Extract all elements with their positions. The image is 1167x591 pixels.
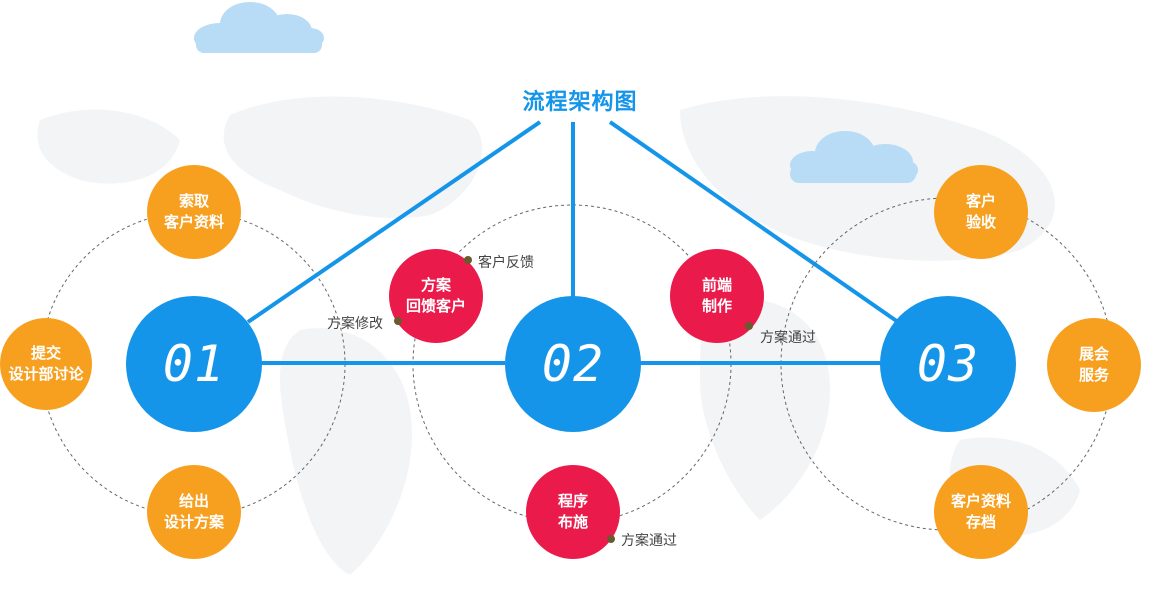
stage-circle-02: 02 <box>505 296 641 432</box>
stage-circle-01: 01 <box>126 296 262 432</box>
note-dot-revise <box>394 317 402 325</box>
task-line: 索取 <box>178 192 209 210</box>
task-line: 给出 <box>178 492 209 510</box>
stage-number: 02 <box>541 335 605 393</box>
task-program-deploy: 程序 布施 <box>526 465 620 559</box>
note-plan-revise: 方案修改 <box>327 316 383 332</box>
note-dot-feedback <box>464 256 472 264</box>
task-line: 存档 <box>965 513 996 531</box>
task-line: 服务 <box>1078 366 1109 384</box>
task-deliver-design: 给出 设计方案 <box>147 465 241 559</box>
cloud-right <box>790 131 918 183</box>
stage-number: 01 <box>162 335 226 393</box>
diagram-title: 流程架构图 <box>522 90 638 115</box>
cloud-left <box>194 2 324 53</box>
stage-circle-03: 03 <box>880 296 1016 432</box>
task-client-acceptance: 客户 验收 <box>934 165 1028 259</box>
note-plan-pass-program: 方案通过 <box>621 533 677 549</box>
task-line: 验收 <box>965 213 996 231</box>
task-line: 设计部讨论 <box>8 365 84 383</box>
connector-title-to-03 <box>608 120 900 324</box>
task-line: 制作 <box>701 297 732 315</box>
task-line: 客户资料 <box>950 492 1011 510</box>
note-client-feedback: 客户反馈 <box>478 255 534 271</box>
task-line: 提交 <box>30 344 61 362</box>
connector-title-to-01 <box>246 120 542 324</box>
note-plan-pass-frontend: 方案通过 <box>760 330 816 346</box>
task-get-client-data: 索取 客户资料 <box>147 165 241 259</box>
task-line: 客户资料 <box>163 213 224 231</box>
task-line: 布施 <box>557 513 588 531</box>
task-line: 回馈客户 <box>405 297 466 315</box>
task-line: 展会 <box>1078 345 1109 363</box>
task-plan-feedback: 方案 回馈客户 <box>389 249 483 343</box>
task-line: 设计方案 <box>163 513 224 531</box>
task-line: 客户 <box>965 192 996 210</box>
world-map-background <box>37 96 1080 575</box>
task-line: 前端 <box>701 276 732 294</box>
task-line: 方案 <box>420 276 451 294</box>
task-exhibition-service: 展会 服务 <box>1047 318 1141 412</box>
task-archive-client-data: 客户资料 存档 <box>934 465 1028 559</box>
note-dot-pass-frontend <box>745 322 753 330</box>
task-submit-design-discussion: 提交 设计部讨论 <box>0 318 92 410</box>
note-dot-pass-program <box>607 535 615 543</box>
stage-number: 03 <box>916 335 980 393</box>
task-line: 程序 <box>557 492 588 510</box>
